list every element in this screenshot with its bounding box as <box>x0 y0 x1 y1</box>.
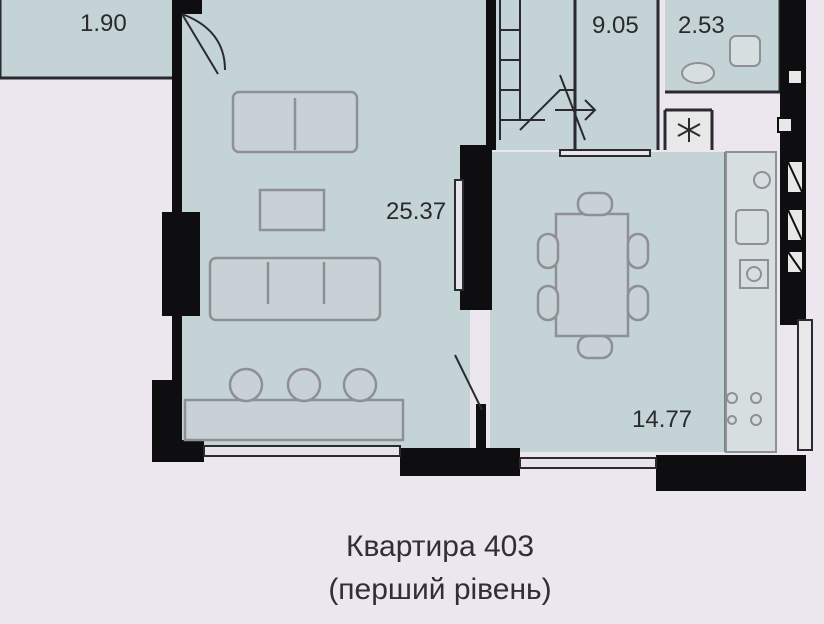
tv-console <box>183 398 405 442</box>
room-fills <box>0 0 780 452</box>
sofa <box>208 256 382 322</box>
dining-set <box>536 191 650 360</box>
room-hall <box>0 0 172 78</box>
window <box>559 149 651 157</box>
area-label-stair: 9.05 <box>592 12 639 39</box>
chair <box>576 191 614 217</box>
chair <box>626 232 650 270</box>
thick-walls <box>152 0 806 491</box>
chair <box>536 284 560 322</box>
apartment-level: (перший рівень) <box>328 573 552 606</box>
sink-icon <box>735 209 769 245</box>
windows <box>203 149 657 469</box>
door-swing-icon <box>181 13 483 411</box>
stair-icon <box>499 0 597 141</box>
window <box>203 445 401 457</box>
wall-segment <box>482 145 492 180</box>
area-label-hall: 1.90 <box>80 10 127 37</box>
sink-icon <box>729 35 761 67</box>
window <box>454 179 464 291</box>
kitchen-counter <box>725 151 777 453</box>
toilet-icon <box>681 62 715 84</box>
living-furniture <box>183 90 405 442</box>
dining-table <box>554 212 630 338</box>
area-label-bathroom: 2.53 <box>678 12 725 39</box>
stove-icon <box>739 259 769 289</box>
apartment-title: Квартира 403 <box>345 530 535 563</box>
right-edge <box>777 0 824 624</box>
area-label-kitchen: 14.77 <box>632 406 693 433</box>
bathroom-fixtures <box>681 35 761 84</box>
hob-icon <box>753 171 771 189</box>
snowflake-icon <box>668 112 710 148</box>
wall-segment <box>152 440 204 462</box>
window <box>519 457 657 469</box>
wall-segment <box>162 212 200 316</box>
wall-segment <box>476 404 486 450</box>
stool <box>342 367 378 403</box>
wall-segment <box>172 0 202 14</box>
wall-segment <box>656 455 806 491</box>
stool <box>286 367 322 403</box>
stool <box>228 367 264 403</box>
area-label-living: 25.37 <box>386 198 447 225</box>
wall-segment <box>400 448 520 476</box>
wall-segment <box>486 0 496 150</box>
chair <box>576 334 614 360</box>
chair <box>536 232 560 270</box>
chair <box>626 284 650 322</box>
coffee-table <box>258 188 326 232</box>
